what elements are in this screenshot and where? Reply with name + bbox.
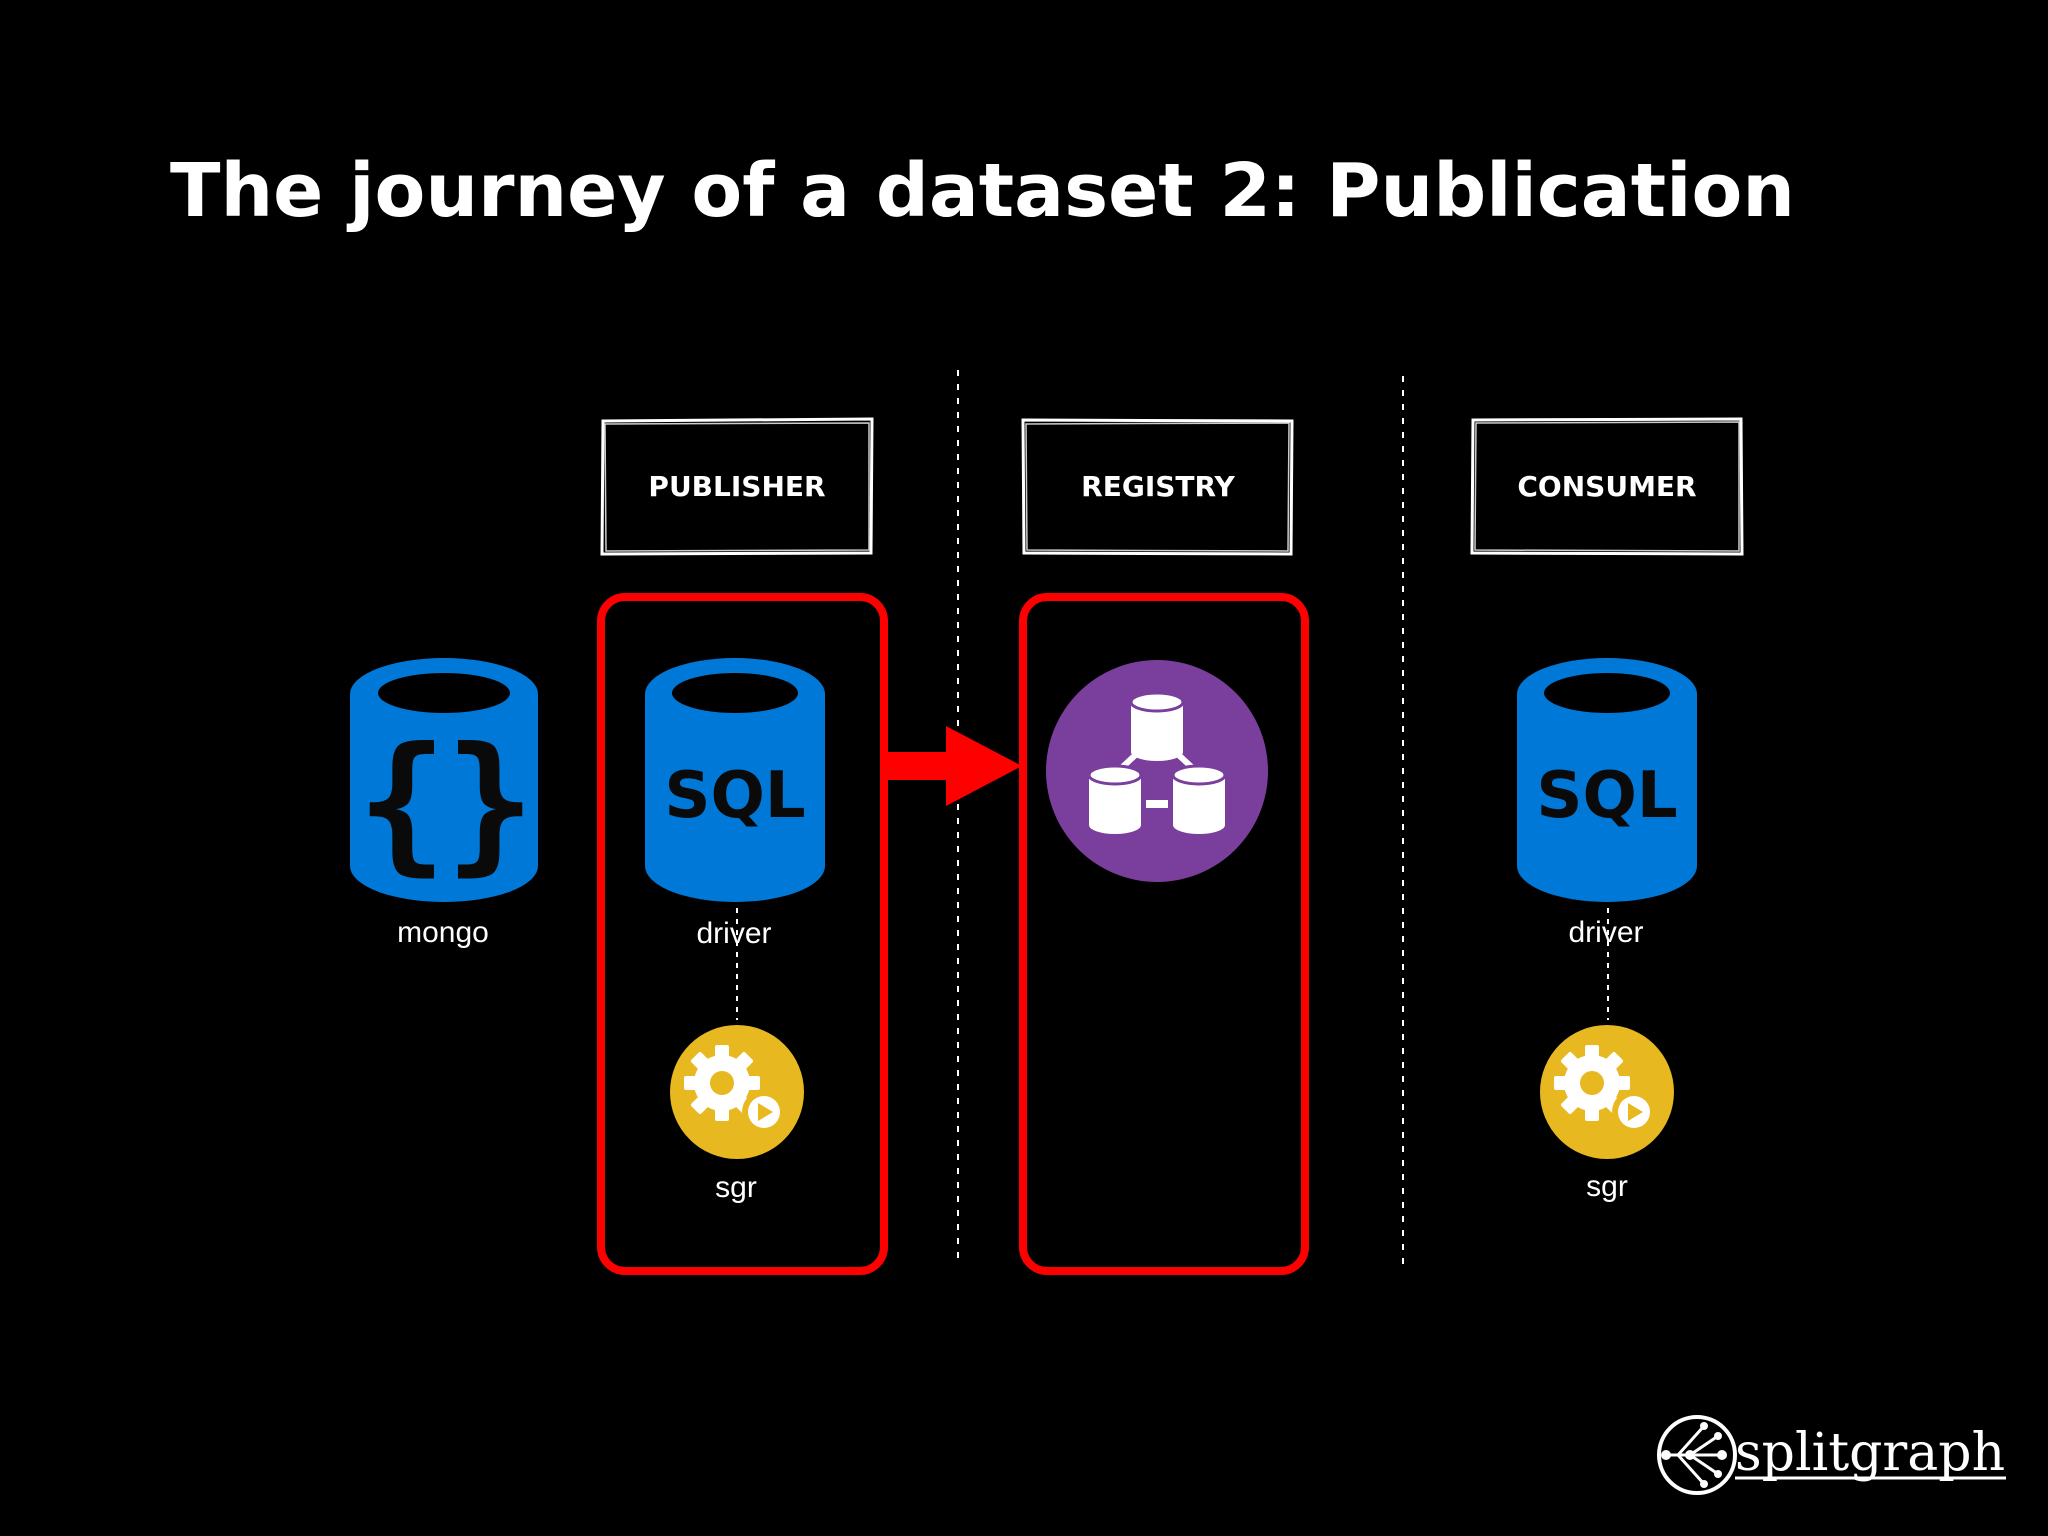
publisher-sql-database-icon: SQL — [645, 658, 825, 902]
arrow-icon — [884, 726, 1022, 806]
svg-text:{: { — [357, 716, 447, 890]
consumer-sql-database-icon: SQL — [1517, 658, 1697, 902]
splitgraph-wordmark: splitgraph — [1735, 1423, 2005, 1483]
header-consumer: CONSUMER — [1470, 417, 1744, 556]
header-registry-label: REGISTRY — [1081, 470, 1235, 503]
header-publisher: PUBLISHER — [600, 417, 874, 556]
header-publisher-label: PUBLISHER — [648, 470, 825, 503]
registry-icon — [1046, 660, 1268, 882]
registry-highlight-box — [1019, 593, 1309, 1275]
svg-text:}: } — [445, 716, 535, 890]
consumer-sql-text: SQL — [1536, 759, 1677, 833]
publisher-highlight-box — [597, 593, 888, 1275]
consumer-sgr-gear-play-icon — [1540, 1025, 1674, 1159]
slide-title: The journey of a dataset 2: Publication — [170, 148, 1795, 234]
mongo-label: mongo — [397, 916, 489, 949]
publisher-driver-label: driver — [696, 917, 771, 950]
publisher-sql-text: SQL — [664, 759, 805, 833]
mongo-database-icon: { } — [350, 658, 538, 902]
publisher-sgr-label: sgr — [715, 1171, 757, 1204]
publisher-sgr-gear-play-icon — [670, 1025, 804, 1159]
splitgraph-logo-icon — [1657, 1415, 1737, 1495]
header-consumer-label: CONSUMER — [1517, 470, 1696, 503]
consumer-sgr-label: sgr — [1586, 1170, 1628, 1203]
header-registry: REGISTRY — [1021, 418, 1294, 556]
consumer-driver-label: driver — [1568, 916, 1643, 949]
